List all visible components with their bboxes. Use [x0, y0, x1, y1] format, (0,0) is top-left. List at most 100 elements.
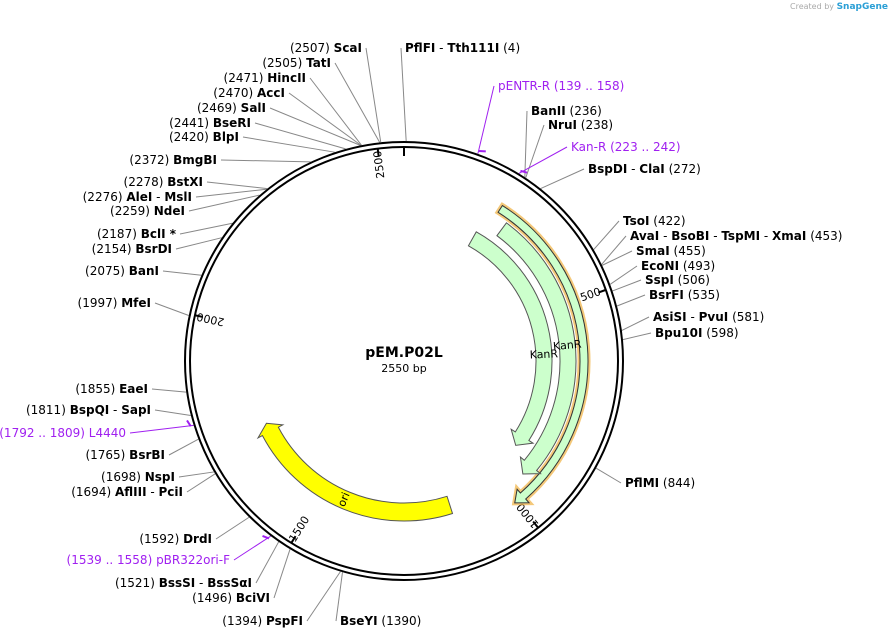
kanr-arrow-middle[interactable]	[496, 222, 577, 475]
leader-line	[154, 302, 189, 316]
site-labels: PflFI - Tth111I (4) pENTR-R (139 .. 158) B…	[0, 41, 842, 628]
site-label[interactable]: PflMI (844)	[625, 476, 695, 490]
site-label[interactable]: Bpu10I (598)	[655, 326, 739, 340]
site-label[interactable]: BseYI (1390)	[340, 614, 421, 628]
site-label[interactable]: SspI (506)	[645, 273, 710, 287]
site-label[interactable]: (1997) MfeI	[78, 296, 151, 310]
site-label[interactable]: BspDI - ClaI (272)	[588, 162, 701, 176]
site-label[interactable]: (1394) PspFI	[222, 614, 303, 628]
leader-line	[621, 316, 650, 331]
site-label[interactable]: (2278) BstXI	[124, 175, 203, 189]
primer-mark	[262, 535, 270, 540]
site-label[interactable]: (1698) NspI	[101, 470, 175, 484]
primer-label[interactable]: (1539 .. 1558) pBR322ori-F	[67, 553, 231, 567]
site-label[interactable]: AsiSI - PvuI (581)	[653, 310, 764, 324]
leader-line	[622, 332, 652, 341]
kanr-label-middle: KanR	[553, 338, 583, 354]
ori-arrow[interactable]	[256, 422, 454, 522]
site-label[interactable]: EcoNI (493)	[641, 259, 715, 273]
site-label[interactable]: (2507) ScaI	[290, 41, 362, 55]
leader-line	[477, 85, 495, 154]
site-label[interactable]: (2276) AleI - MslI	[83, 190, 192, 204]
leader-line	[220, 159, 311, 163]
leader-line	[612, 279, 642, 292]
site-label[interactable]: (2259) NdeI	[110, 204, 185, 218]
site-label[interactable]: (2441) BseRI	[169, 116, 251, 130]
primer-label[interactable]: pENTR-R (139 .. 158)	[498, 79, 624, 93]
site-label[interactable]: (2471) HincII	[224, 71, 306, 85]
site-label[interactable]: BsrFI (535)	[649, 288, 720, 302]
site-label[interactable]: (2505) TatI	[262, 56, 331, 70]
tick-mark	[597, 288, 607, 294]
leader-line	[593, 220, 620, 250]
leader-line	[273, 549, 291, 599]
leader-line	[601, 235, 627, 265]
tick-mark	[290, 535, 297, 544]
leader-line	[309, 77, 362, 146]
site-label[interactable]: (1592) DrdI	[139, 532, 212, 546]
leader-line	[616, 294, 646, 307]
leader-line	[188, 194, 260, 212]
kanr-label-inner: KanR	[529, 347, 558, 361]
primer-label[interactable]: Kan-R (223 .. 242)	[571, 140, 681, 154]
primer-label[interactable]: (1792 .. 1809) L4440	[0, 426, 126, 440]
site-label[interactable]: (1694) AflIII - PciI	[71, 485, 183, 499]
primer-mark	[520, 169, 528, 174]
site-label[interactable]: (1521) BssSI - BssSαI	[115, 576, 252, 590]
site-label[interactable]: TsoI (422)	[623, 214, 686, 228]
site-label[interactable]: (1496) BciVI	[192, 591, 270, 605]
site-label[interactable]: (1765) BsrBI	[85, 448, 165, 462]
leader-line	[206, 181, 268, 190]
tick-mark	[194, 314, 203, 318]
site-label[interactable]: NruI (238)	[548, 118, 613, 132]
primer-mark	[186, 419, 192, 427]
leader-line	[306, 571, 341, 622]
plasmid-length: 2550 bp	[381, 362, 426, 375]
leader-line	[595, 467, 622, 484]
kanr-arrow-outer[interactable]	[497, 204, 589, 504]
site-label[interactable]: (2420) BlpI	[169, 130, 239, 144]
ori-label: ori	[335, 490, 353, 508]
credit-prefix: Created by	[790, 2, 835, 11]
leader-line	[129, 424, 194, 434]
leader-line	[334, 62, 381, 143]
site-label[interactable]: AvaI - BsoBI - TspMI - XmaI (453)	[630, 229, 842, 243]
leader-line	[288, 92, 362, 146]
tick-mark	[532, 520, 539, 529]
leader-line	[151, 388, 187, 393]
site-label[interactable]: (2372) BmgBI	[129, 153, 217, 167]
leader-line	[162, 270, 202, 276]
leader-line	[254, 122, 346, 150]
kanr-arrow-inner[interactable]	[467, 231, 553, 446]
site-label[interactable]: (2470) AccI	[213, 86, 285, 100]
leader-line	[601, 250, 633, 266]
leader-line	[215, 516, 250, 540]
leader-line	[335, 572, 343, 622]
leader-line	[524, 110, 528, 178]
tick-label: 500	[579, 285, 603, 304]
site-label[interactable]: (2469) SalI	[197, 101, 266, 115]
tick-label: 1500	[286, 514, 312, 545]
site-label[interactable]: (2154) BsrDI	[92, 242, 172, 256]
site-label[interactable]: SmaI (455)	[636, 244, 706, 258]
site-label[interactable]: PflFI - Tth111I (4)	[405, 41, 520, 55]
site-leader-lines	[129, 47, 652, 622]
site-label[interactable]: (2075) BanI	[85, 264, 159, 278]
leader-line	[195, 188, 267, 198]
tick-label: 2500	[371, 150, 387, 179]
site-label[interactable]: BanII (236)	[531, 104, 602, 118]
site-label[interactable]: (1855) EaeI	[75, 382, 148, 396]
leader-line	[609, 265, 638, 285]
leader-line	[175, 237, 222, 250]
leader-line	[540, 168, 585, 190]
site-label[interactable]: (1811) BspQI - SapI	[26, 403, 151, 417]
leader-line	[400, 47, 407, 142]
leader-line	[178, 471, 215, 478]
site-label[interactable]: (2187) BclI *	[97, 227, 177, 241]
leader-line	[154, 409, 191, 416]
snapgene-logo: SnapGene	[836, 2, 888, 12]
leader-line	[242, 136, 335, 153]
leader-line	[525, 124, 545, 178]
